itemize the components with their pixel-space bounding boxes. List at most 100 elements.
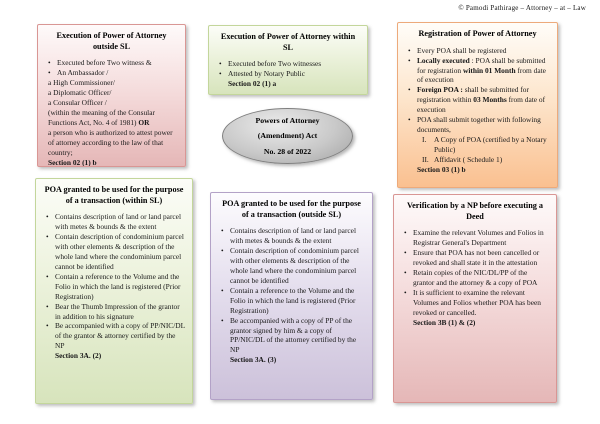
- box-body: • Contains description of land or land pa…: [42, 212, 186, 361]
- list-numeral: II.: [422, 154, 429, 164]
- line-text: Contains description of land or land par…: [230, 226, 357, 246]
- line-text: Section 3B (1) & (2): [413, 317, 476, 327]
- text-line: Section 03 (1) b: [404, 165, 551, 175]
- bullet-icon: •: [219, 59, 222, 69]
- bullet-icon: •: [221, 285, 224, 295]
- bullet-item: • Be accompanied with a copy of PP of the…: [217, 316, 366, 356]
- ellipse-line: Powers of Attorney: [255, 116, 320, 126]
- bullet-item: • Attested by Notary Public: [215, 69, 361, 79]
- bullet-icon: •: [46, 271, 49, 281]
- bullet-icon: •: [408, 115, 411, 125]
- box-registration-of-poa: Registration of Power of Attorney • Every…: [397, 22, 558, 188]
- line-text: Every POA shall be registered: [417, 45, 507, 55]
- bullet-item: • Foreign POA : shall be submitted for re…: [404, 85, 551, 115]
- box-body: •Every POA shall be registered•Locally e…: [404, 46, 551, 175]
- bullet-icon: •: [408, 45, 411, 55]
- line-text: Executed before Two witnesses: [228, 59, 322, 69]
- bullet-icon: •: [219, 69, 222, 79]
- line-text: Section 3A. (2): [55, 351, 102, 361]
- numbered-item: I.A Copy of POA (certified by a Notary P…: [404, 135, 551, 155]
- bullet-item: • Ensure that POA has not been cancelled …: [400, 248, 550, 268]
- line-text: Bear the Thumb Impression of the grantor…: [55, 301, 180, 321]
- line-text: Section 02 (1) a: [228, 79, 277, 89]
- box-body: • Executed before Two witnesses • Attested …: [215, 59, 361, 89]
- text-line: a Diplomatic Officer/: [44, 88, 179, 98]
- line-text: Affidavit ( Schedule 1): [434, 154, 503, 164]
- bullet-icon: •: [408, 85, 411, 95]
- line-text: Contain description of condominium parce…: [230, 246, 359, 285]
- line-text: Contain a reference to the Volume and th…: [230, 285, 356, 315]
- line-text: POA shall submit together with following…: [417, 115, 541, 135]
- bullet-icon: •: [221, 246, 224, 256]
- box-execution-within-sl: Execution of Power of Attorney within SL…: [208, 25, 368, 95]
- box-title: Execution of Power of Attorney outside S…: [56, 31, 167, 51]
- box-title: Verification by a NP before executing a …: [407, 201, 543, 221]
- bullet-item: •Locally executed : POA shall be submitt…: [404, 56, 551, 86]
- bullet-item: • Contain description of condominium parc…: [42, 232, 186, 272]
- line-text: Locally executed : POA shall be submitte…: [417, 55, 546, 85]
- copyright-text: © Pamodi Pathirage – Attorney – at – Law: [458, 4, 586, 12]
- bullet-icon: •: [221, 315, 224, 325]
- line-text: Executed before Two witness &: [57, 58, 152, 68]
- bullet-item: •Be accompanied with a copy of PP/NIC/DL…: [42, 321, 186, 351]
- bullet-icon: •: [221, 226, 224, 236]
- bullet-item: •An Ambassador /: [44, 68, 179, 78]
- bullet-item: • It is sufficient to examine the relevan…: [400, 288, 550, 318]
- bullet-item: • Contains description of land or land pa…: [217, 226, 366, 246]
- box-verification-by-np: Verification by a NP before executing a …: [393, 194, 557, 403]
- line-text: An Ambassador /: [57, 68, 109, 78]
- text-line: Section 3A. (3): [217, 355, 366, 365]
- bullet-icon: •: [46, 321, 49, 331]
- numbered-item: II. Affidavit ( Schedule 1): [404, 155, 551, 165]
- bullet-item: • Every POA shall be registered: [404, 46, 551, 56]
- bullet-item: • Contain description of condominium parc…: [217, 246, 366, 286]
- list-numeral: I.: [422, 134, 427, 144]
- bullet-item: • Examine the relevant Volumes and Folios…: [400, 228, 550, 248]
- line-text: Foreign POA : shall be submitted for reg…: [417, 85, 546, 115]
- line-text: Contain a reference to the Volume and th…: [55, 271, 181, 301]
- text-line: Section 3A. (2): [42, 351, 186, 361]
- bullet-icon: •: [404, 287, 407, 297]
- bullet-icon: •: [46, 301, 49, 311]
- bullet-icon: •: [46, 212, 49, 222]
- line-text: Section 03 (1) b: [417, 164, 466, 174]
- line-text: Retain copies of the NIC/DL/PP of the gr…: [413, 268, 538, 287]
- ellipse-line: (Amendment) Act: [257, 131, 318, 141]
- line-text: Section 3A. (3): [230, 355, 277, 365]
- text-line: a High Commissioner/: [44, 78, 179, 88]
- box-body: • Examine the relevant Volumes and Folios…: [400, 228, 550, 327]
- text-line: a person who is authorized to attest pow…: [44, 128, 179, 158]
- text-line: Section 02 (1) b: [44, 157, 179, 167]
- line-text: a High Commissioner/: [48, 78, 115, 88]
- line-text: (within the meaning of the Consular Func…: [48, 107, 155, 127]
- bullet-item: • Retain copies of the NIC/DL/PP of the g…: [400, 268, 550, 288]
- bullet-item: • Executed before Two witnesses: [215, 59, 361, 69]
- center-ellipse-act-title: Powers of Attorney (Amendment) Act No. 2…: [222, 108, 353, 164]
- text-line: (within the meaning of the Consular Func…: [44, 108, 179, 128]
- box-execution-outside-sl: Execution of Power of Attorney outside S…: [37, 24, 186, 167]
- bullet-icon: •: [404, 248, 407, 258]
- line-text: a Consular Officer /: [48, 98, 107, 107]
- line-text: Ensure that POA has not been cancelled o…: [413, 248, 540, 268]
- line-text: a Diplomatic Officer/: [48, 88, 112, 98]
- bullet-icon: •: [48, 58, 51, 68]
- line-text: Attested by Notary Public: [228, 69, 305, 79]
- line-text: Section 02 (1) b: [48, 157, 97, 167]
- box-title: Registration of Power of Attorney: [418, 29, 537, 38]
- box-body: • Contains description of land or land pa…: [217, 226, 366, 365]
- box-poa-transaction-outside-sl: POA granted to be used for the purpose o…: [210, 192, 373, 400]
- text-line: Section 02 (1) a: [215, 79, 361, 89]
- bullet-icon: •: [404, 228, 407, 238]
- text-line: Section 3B (1) & (2): [400, 318, 550, 328]
- line-text: Examine the relevant Volumes and Folios …: [413, 228, 544, 248]
- bullet-icon: •: [404, 268, 407, 277]
- line-text: Contain description of condominium parce…: [55, 232, 184, 271]
- bullet-item: • POA shall submit together with followin…: [404, 115, 551, 135]
- line-text: It is sufficient to examine the relevant…: [413, 287, 541, 317]
- line-text: Be accompanied with a copy of PP of the …: [230, 315, 357, 355]
- box-poa-transaction-within-sl: POA granted to be used for the purpose o…: [35, 178, 193, 404]
- line-text: Contains description of land or land par…: [55, 212, 182, 232]
- ellipse-line: No. 28 of 2022: [263, 146, 312, 156]
- bullet-icon: •: [46, 232, 49, 242]
